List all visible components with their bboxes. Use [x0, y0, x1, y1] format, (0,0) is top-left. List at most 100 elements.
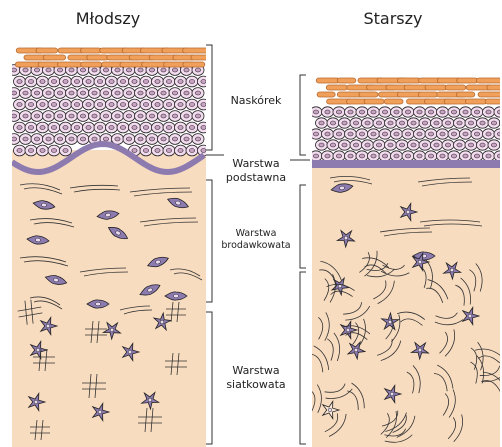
epidermis-cell — [31, 134, 43, 145]
epidermis-cell — [368, 107, 380, 117]
cell-nucleus — [17, 80, 22, 84]
cell-nucleus — [80, 114, 85, 118]
keratin-flake — [43, 55, 65, 60]
keratin-flake — [326, 85, 347, 90]
epidermis-cell — [431, 118, 443, 128]
epidermis-cell — [414, 107, 426, 117]
epidermis-cell — [373, 140, 385, 150]
epidermis-cell — [192, 134, 204, 145]
cell-nucleus — [69, 68, 74, 72]
epidermis-cell — [123, 134, 135, 145]
epidermis-cell — [66, 111, 78, 122]
cell-nucleus — [330, 121, 335, 125]
papillary-bracket-left — [206, 180, 212, 302]
cell-nucleus — [319, 121, 324, 125]
epidermis-cell — [425, 107, 437, 117]
cell-nucleus — [92, 68, 97, 72]
epidermis-cell — [112, 111, 124, 122]
epidermis-cell — [89, 111, 101, 122]
epidermis-cell — [356, 151, 368, 161]
epidermis-cell — [391, 107, 403, 117]
epidermis-cell — [83, 122, 95, 133]
cell-nucleus — [57, 114, 62, 118]
cell-nucleus — [486, 132, 491, 136]
epidermis-cell — [396, 140, 408, 150]
younger-keratin-layer — [15, 48, 217, 67]
cell-nucleus — [201, 80, 206, 84]
epidermis-cell — [431, 140, 443, 150]
epidermis-cell — [20, 88, 32, 99]
keratin-flake — [364, 99, 384, 104]
cell-nucleus — [149, 114, 154, 118]
epidermis-cell — [169, 134, 181, 145]
epidermis-cell — [83, 76, 95, 87]
epidermis-cell — [20, 134, 32, 145]
epidermis-cell — [460, 151, 472, 161]
cell-nucleus — [359, 110, 364, 114]
epidermis-cell — [385, 140, 397, 150]
keratin-flake — [87, 55, 109, 60]
epidermis-cell — [106, 99, 118, 110]
epidermis-cell — [106, 122, 118, 133]
epidermis-cell — [425, 151, 437, 161]
cell-nucleus — [201, 149, 206, 153]
cell-nucleus — [399, 143, 404, 147]
cell-nucleus — [313, 110, 318, 114]
cell-nucleus — [126, 137, 131, 141]
epidermis-cell — [181, 88, 193, 99]
epidermis-cell — [129, 76, 141, 87]
keratin-flake — [397, 78, 420, 83]
epidermis-cell — [14, 145, 26, 156]
cell-nucleus — [149, 68, 154, 72]
epidermis-cell — [460, 107, 472, 117]
cell-nucleus — [371, 110, 376, 114]
fibroblast-nucleus — [390, 392, 394, 396]
cell-nucleus — [103, 137, 108, 141]
cell-nucleus — [143, 80, 148, 84]
cell-nucleus — [497, 132, 502, 136]
older-title: Starszy — [363, 9, 422, 28]
epidermis-cell — [135, 111, 147, 122]
epidermis-cell — [169, 88, 181, 99]
cell-nucleus — [143, 126, 148, 130]
papillary-bracket-right — [300, 185, 306, 268]
epidermis-cell — [333, 129, 345, 139]
keratin-flake — [38, 62, 60, 67]
fibroblast-nucleus — [34, 400, 38, 404]
epidermis-cell — [339, 140, 351, 150]
epidermis-cell — [77, 88, 89, 99]
epidermis-cell — [437, 129, 449, 139]
epidermis-cell — [186, 76, 198, 87]
epidermis-cell — [48, 145, 60, 156]
cell-nucleus — [109, 103, 114, 107]
cell-nucleus — [86, 126, 91, 130]
epidermis-cell — [465, 118, 477, 128]
cell-nucleus — [463, 110, 468, 114]
epidermis-cell — [25, 76, 37, 87]
cell-nucleus — [74, 126, 79, 130]
epidermis-cell — [25, 145, 37, 156]
cell-nucleus — [46, 68, 51, 72]
cell-nucleus — [342, 143, 347, 147]
epidermis-cell — [350, 118, 362, 128]
epidermis-cell — [368, 151, 380, 161]
cell-nucleus — [161, 68, 166, 72]
epidermis-cell — [379, 129, 391, 139]
cell-nucleus — [34, 114, 39, 118]
cell-nucleus — [342, 121, 347, 125]
cell-nucleus — [480, 143, 485, 147]
cell-nucleus — [138, 91, 143, 95]
cell-nucleus — [325, 132, 330, 136]
epidermis-cell — [163, 145, 175, 156]
older-basal-membrane — [312, 160, 500, 168]
cell-nucleus — [184, 68, 189, 72]
epidermis-cell — [448, 151, 460, 161]
cell-nucleus — [155, 80, 160, 84]
epidermis-cell — [333, 151, 345, 161]
cell-nucleus — [155, 149, 160, 153]
cell-nucleus — [166, 126, 171, 130]
epidermis-cell — [37, 76, 49, 87]
epidermis-cell — [71, 122, 83, 133]
cell-nucleus — [365, 121, 370, 125]
cell-nucleus — [80, 137, 85, 141]
